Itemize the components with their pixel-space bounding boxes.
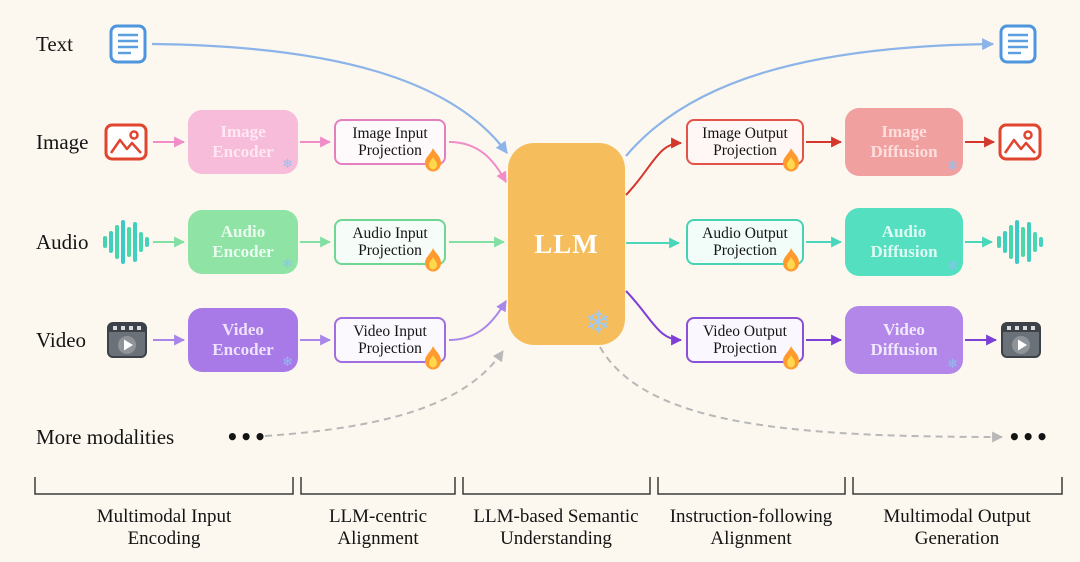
video-diffusion-label: Video Diffusion (870, 319, 938, 359)
video-input-projection-box: Video Input Projection (334, 317, 446, 370)
stage-bracket-4 (657, 477, 846, 495)
snowflake-icon: ❄ (282, 355, 293, 370)
audio-input-projection-label: Audio Input Projection (352, 224, 428, 259)
image-encoder-label: Image Encoder (212, 121, 274, 161)
video-encoder-label: Video Encoder (212, 319, 274, 359)
label-image-modality: Image (36, 130, 89, 154)
arrow-llm-to-image-projection (625, 137, 683, 196)
audio-encoder-label: Audio Encoder (212, 221, 274, 261)
image-encoder-box: Image Encoder ❄ (188, 110, 298, 174)
arrow-image-projection-to-llm (448, 141, 507, 183)
label-video-modality: Video (36, 328, 87, 352)
picture-icon (103, 121, 149, 168)
arrow-llm-to-text (625, 38, 995, 157)
label-text-modality: Text (36, 32, 74, 56)
llm-label: LLM (534, 228, 599, 259)
arrow-video-projection-to-llm (448, 300, 507, 341)
stage-label-llm-based-semantic-understanding: LLM-based Semantic Understanding (473, 506, 639, 550)
stage-label-multimodal-input-encoding: Multimodal Input Encoding (96, 506, 232, 550)
video-encoder-box: Video Encoder ❄ (188, 308, 298, 372)
video-diffusion-box: Video Diffusion ❄ (845, 306, 963, 374)
more-modalities-dots-right: ••• (1008, 425, 1050, 449)
video-file-icon (999, 319, 1043, 366)
snowflake-icon: ❄ (947, 357, 958, 372)
audio-output-projection-label: Audio Output Projection (702, 224, 788, 259)
video-file-icon (105, 319, 149, 366)
video-input-projection-label: Video Input Projection (353, 322, 427, 357)
more-modalities-dots-left: ••• (226, 425, 268, 449)
video-output-projection-box: Video Output Projection (686, 317, 804, 370)
video-output-projection-label: Video Output Projection (703, 322, 787, 357)
snowflake-icon: ❄ (947, 159, 958, 174)
fire-icon (422, 247, 444, 273)
image-output-projection-label: Image Output Projection (702, 124, 788, 159)
snowflake-icon: ❄ (282, 157, 293, 172)
image-output-projection-box: Image Output Projection (686, 119, 804, 172)
stage-bracket-3 (462, 477, 651, 495)
image-input-projection-box: Image Input Projection (334, 119, 446, 172)
stage-bracket-5 (852, 477, 1063, 495)
audio-output-projection-box: Audio Output Projection (686, 219, 804, 272)
document-icon (107, 23, 149, 70)
audio-diffusion-box: Audio Diffusion ❄ (845, 208, 963, 276)
snowflake-icon: ❄ (947, 259, 958, 274)
fire-icon (422, 147, 444, 173)
waveform-icon (101, 220, 153, 269)
label-audio-modality: Audio (36, 230, 89, 254)
fire-icon (780, 345, 802, 371)
snowflake-icon: ❄ (282, 257, 293, 272)
image-input-projection-label: Image Input Projection (352, 124, 428, 159)
label-more-modalities: More modalities (36, 425, 175, 449)
image-diffusion-box: Image Diffusion ❄ (845, 108, 963, 176)
picture-icon (997, 121, 1043, 168)
waveform-icon (995, 220, 1047, 269)
audio-diffusion-label: Audio Diffusion (870, 221, 938, 261)
snowflake-icon: ❄ (585, 305, 612, 341)
llm-box: LLM ❄ (508, 143, 625, 345)
document-icon (997, 23, 1039, 70)
stage-bracket-2 (300, 477, 456, 495)
stage-bracket-1 (34, 477, 294, 495)
stage-label-instruction-following-alignment: Instruction-following Alignment (669, 506, 833, 550)
image-diffusion-label: Image Diffusion (870, 121, 938, 161)
stage-label-llm-centric-alignment: LLM-centric Alignment (328, 506, 428, 550)
arrow-llm-to-video-projection (625, 290, 683, 346)
fire-icon (780, 147, 802, 173)
arrow-more-to-llm-dashed (264, 350, 504, 437)
fire-icon (422, 345, 444, 371)
audio-encoder-box: Audio Encoder ❄ (188, 210, 298, 274)
fire-icon (780, 247, 802, 273)
audio-input-projection-box: Audio Input Projection (334, 219, 446, 272)
stage-label-multimodal-output-generation: Multimodal Output Generation (883, 506, 1031, 550)
arrow-llm-to-more-dashed (599, 346, 1004, 443)
arrow-text-to-llm (151, 42, 508, 154)
